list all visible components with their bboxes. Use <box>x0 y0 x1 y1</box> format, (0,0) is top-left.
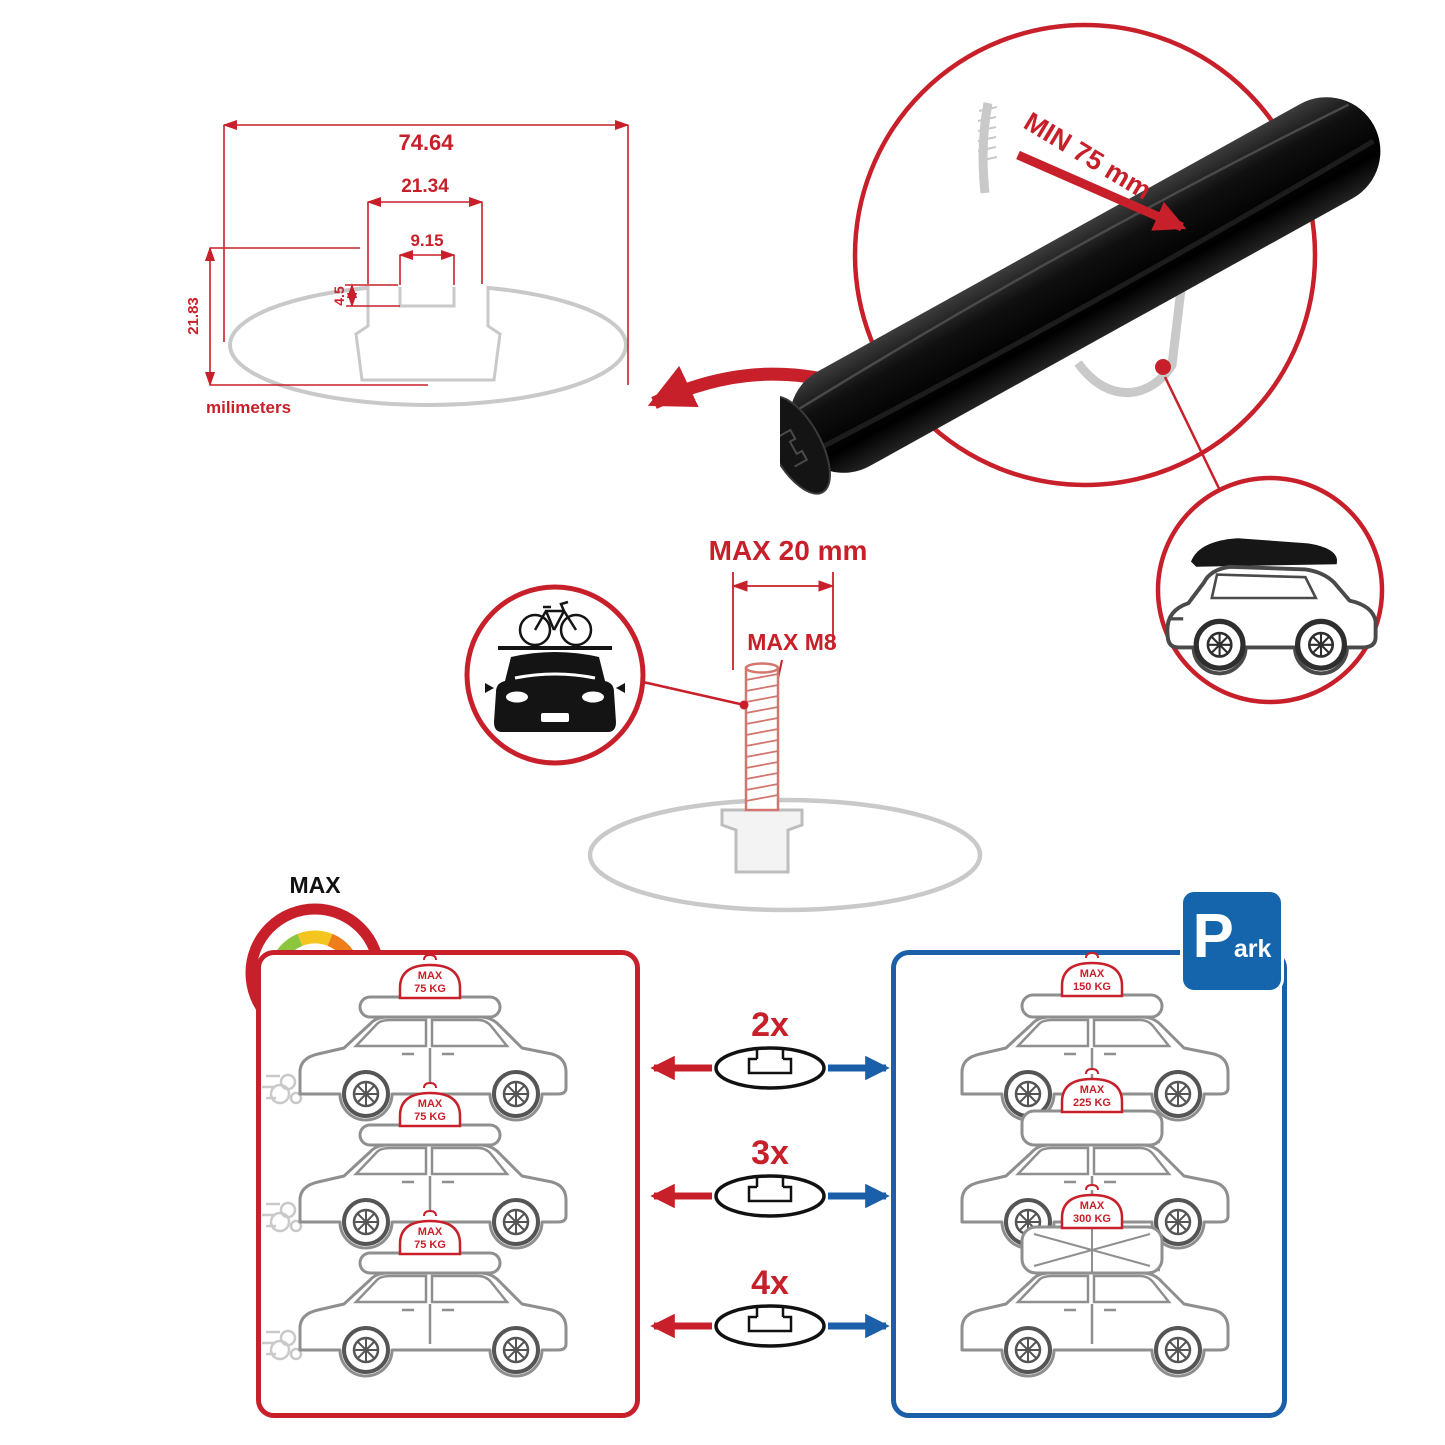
suv-with-roof-box <box>1165 538 1378 676</box>
max-length-label: MAX 20 mm <box>709 535 868 566</box>
crossbar-profile-outline <box>228 279 628 407</box>
bar-count-4x: 4x <box>751 1264 789 1302</box>
min-clearance-label: MIN 75 mm <box>1019 106 1157 205</box>
parking-panel <box>891 950 1287 1418</box>
circle-leader <box>642 680 741 706</box>
t-slot-adapter <box>720 808 804 874</box>
crossbar-icon-2x <box>714 1046 826 1090</box>
hook-point-dot <box>1155 359 1171 375</box>
bolt-detail-illustration: MAX 20 mm MAX M8 <box>464 535 983 913</box>
total-width-label: 74.64 <box>398 130 454 155</box>
bar-count-3x: 3x <box>751 1134 789 1172</box>
car-front-with-bike <box>485 600 625 732</box>
total-height-label: 21.83 <box>185 297 202 335</box>
slot-depth-label: 4.5 <box>331 286 347 306</box>
crossbar-profile-ghost <box>587 797 983 913</box>
circle-leader-dot <box>739 700 749 710</box>
speed-max-title: MAX <box>289 872 341 898</box>
max-thread-label: MAX M8 <box>747 629 837 655</box>
bar-detail-illustration: MIN 75 mm <box>780 22 1385 705</box>
parking-sign-initial: P <box>1192 902 1234 971</box>
detail-circle <box>852 22 1318 488</box>
dimension-lines <box>204 119 630 387</box>
bolt-thread <box>744 662 780 812</box>
min-clearance-arrow <box>1016 150 1187 232</box>
crossbar-icon-4x <box>714 1304 826 1348</box>
bar-count-2x: 2x <box>751 1006 789 1044</box>
channel-width-label: 21.34 <box>401 176 449 197</box>
crossbar-3d <box>780 97 1381 495</box>
slot-width-label: 9.15 <box>410 231 443 250</box>
driving-panel <box>256 950 640 1418</box>
leader-line <box>1163 376 1230 508</box>
crossbar-icon-3x <box>714 1174 826 1218</box>
bolt-dimension-lines <box>731 572 835 670</box>
cross-section-diagram: 74.64 21.34 9.15 4.5 21.83 milimeters <box>185 119 630 417</box>
units-label: milimeters <box>206 398 291 417</box>
parking-sign-rest: ark <box>1233 935 1272 963</box>
